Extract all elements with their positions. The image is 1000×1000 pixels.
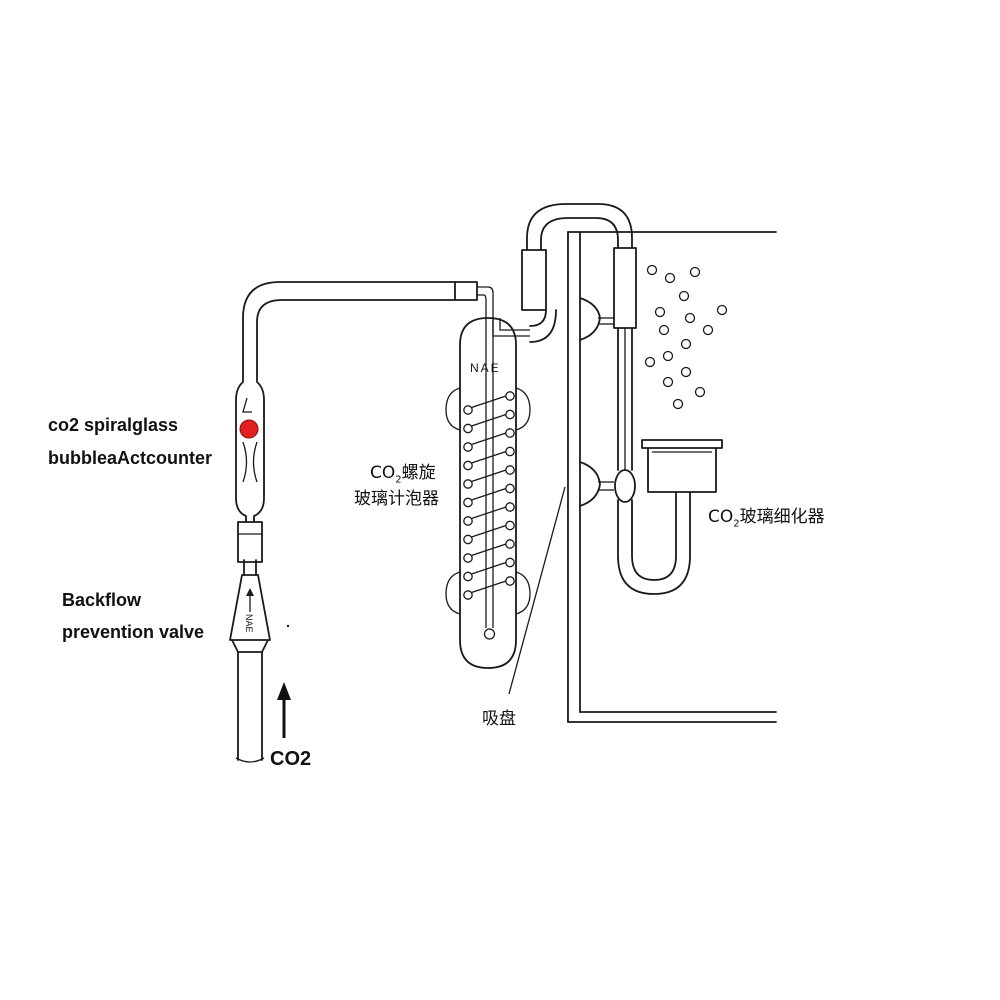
spiral-coil-segment (469, 543, 507, 557)
spiral-coil-ring (505, 391, 515, 401)
backflow-valve: NAE (229, 559, 271, 653)
spiral-coils (463, 391, 515, 600)
rising-bubble (664, 272, 676, 284)
spiral-coil-ring (463, 442, 473, 452)
valve-brand-mark: NAE (244, 614, 254, 633)
diffuser-label: CO2玻璃细化器 (708, 502, 825, 529)
spiral-coil-ring (463, 479, 473, 489)
spiral-coil-ring (463, 553, 473, 563)
rising-bubble (684, 312, 696, 324)
spiral-bubble-counter: NAE (445, 309, 557, 669)
spiral-coil-ring (463, 460, 473, 471)
spiral-coil-segment (469, 413, 507, 428)
spiral-coil-segment (469, 561, 507, 576)
spiral-brand-mark: NAE (470, 361, 501, 375)
spiral-coil-ring (463, 405, 473, 415)
spiral-coil-ring (505, 557, 515, 568)
suction-cup-pointer (508, 486, 566, 695)
rising-bubble (662, 350, 674, 362)
spiral-coil-ring (505, 539, 515, 549)
spiral-coil-segment (469, 524, 507, 539)
bubble-counter-label-line1: co2 spiralglass (48, 415, 179, 435)
diffuser-label-rest: 玻璃细化器 (739, 507, 825, 527)
spiral-coil-ring (505, 576, 515, 586)
spiral-coil-segment (469, 395, 507, 409)
spiral-coil-segment (469, 450, 507, 465)
spiral-counter-label-rest: 螺旋 (401, 463, 436, 483)
rising-bubble (716, 304, 728, 316)
rising-bubble (672, 398, 684, 410)
backflow-label-line2: prevention valve (62, 622, 205, 642)
rising-bubble (678, 290, 690, 302)
spiral-counter-label-prefix: CO (370, 463, 396, 483)
spiral-coil-ring (505, 483, 515, 494)
tank-suction-cups (579, 297, 614, 507)
suction-cup-label: 吸盘 (482, 709, 516, 729)
spiral-coil-ring (463, 423, 473, 434)
spiral-coil-segment (469, 469, 507, 483)
bubble-counter-left (235, 371, 265, 523)
rising-bubble (644, 356, 656, 368)
connecting-tube-top (242, 281, 494, 373)
spiral-coil-ring (505, 465, 515, 475)
spiral-counter-label-line2: 玻璃计泡器 (354, 489, 439, 509)
bubble-counter-label-line2: bubbleaActcounter (48, 448, 213, 468)
spiral-coil-ring (463, 516, 473, 526)
spiral-coil-segment (469, 580, 507, 594)
rising-bubble (662, 376, 674, 388)
spiral-coil-ring (505, 446, 515, 457)
rising-bubble (694, 386, 706, 398)
co2-input-label: CO2 (270, 748, 312, 770)
spiral-coil-ring (463, 534, 473, 545)
spiral-coil-ring (505, 502, 515, 512)
diffuser-label-prefix: CO (708, 507, 734, 527)
spiral-counter-label-sub: 2 (395, 474, 402, 486)
connector-sleeve (237, 521, 263, 563)
spiral-coil-ring (463, 571, 473, 582)
diffuser-label-sub: 2 (733, 518, 740, 530)
spiral-coil-segment (469, 487, 507, 502)
red-bubble-ball (239, 419, 259, 439)
rising-bubble (680, 338, 692, 350)
spiral-coil-ring (505, 428, 515, 438)
rising-bubble (680, 366, 692, 378)
top-u-tube (521, 203, 637, 329)
rising-bubble (646, 264, 658, 276)
rising-bubble (689, 266, 701, 278)
tank-bubbles (644, 264, 728, 410)
up-arrow-icon (277, 682, 291, 738)
diffuser-assembly (614, 327, 723, 595)
spiral-coil-segment (469, 506, 507, 520)
rising-bubble (702, 324, 714, 336)
rising-bubble (654, 306, 666, 318)
spiral-coil-ring (505, 520, 515, 531)
rising-bubble (658, 324, 670, 336)
backflow-label-line1: Backflow (62, 590, 142, 610)
spiral-coil-ring (463, 590, 473, 600)
aquarium-tank (567, 231, 777, 723)
spiral-coil-ring (505, 409, 515, 420)
spiral-coil-ring (463, 497, 473, 508)
co2-input-tube (235, 651, 265, 763)
spiral-counter-label-line1: CO2螺旋 (370, 458, 436, 485)
spiral-coil-segment (469, 432, 507, 446)
